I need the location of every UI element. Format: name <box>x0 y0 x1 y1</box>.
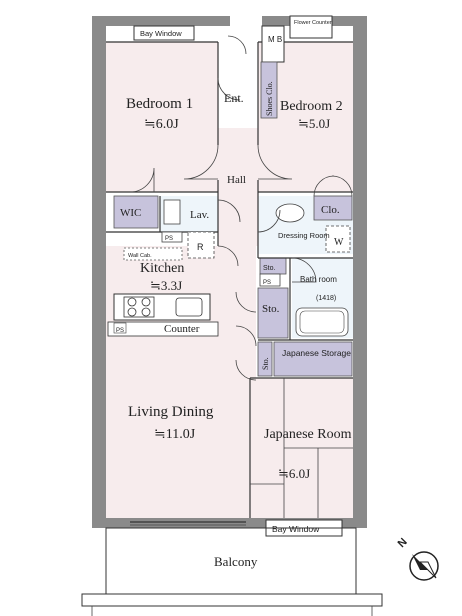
storage-label-2: Sto. <box>262 303 280 315</box>
closet-label: Clo. <box>321 204 340 216</box>
ps-label-1: PS <box>165 236 173 242</box>
bay-window-bottom-label: Bay Window <box>272 524 320 534</box>
bedroom-2-label: Bedroom 2 <box>280 99 343 114</box>
counter-label: Counter <box>164 323 200 335</box>
ps-label-2: PS <box>263 280 271 286</box>
shoes-closet-label: Shoes Clo. <box>265 81 274 116</box>
washer-label: W <box>334 237 344 248</box>
door-swings <box>129 35 353 381</box>
bedroom-1-size: ≒6.0J <box>144 117 179 132</box>
wall-cabinet-label: Wall Cab. <box>128 253 152 259</box>
mb-label: M B <box>268 35 282 44</box>
japanese-room-label: Japanese Room <box>264 427 352 442</box>
living-dining-size: ≒11.0J <box>154 427 196 442</box>
balcony-label: Balcony <box>214 554 258 569</box>
storage-label-1: Sto. <box>263 265 276 272</box>
compass-north-label: N <box>396 536 410 550</box>
flower-counter-label: Flower Counter <box>294 20 332 26</box>
dressing-room-label: Dressing Room <box>278 231 330 240</box>
compass: N <box>396 536 439 581</box>
bay-window-top-label: Bay Window <box>140 29 182 38</box>
lavatory-label: Lav. <box>190 209 209 221</box>
bedroom-1-label: Bedroom 1 <box>126 96 193 112</box>
living-dining-label: Living Dining <box>128 404 214 420</box>
ps-label-3: PS <box>116 328 124 334</box>
japanese-room-size: ≒6.0J <box>278 466 310 481</box>
kitchen-label: Kitchen <box>140 261 184 276</box>
bathroom-size: (1418) <box>316 295 336 302</box>
bathroom-label: Bath room <box>300 275 337 284</box>
bedroom-2-size: ≒5.0J <box>298 116 330 131</box>
entrance-label: Ent. <box>224 91 244 105</box>
refrigerator-label: R <box>197 242 204 252</box>
storage-label-3: Sto. <box>261 357 270 370</box>
hall-label: Hall <box>227 174 246 186</box>
balcony-outline <box>81 527 383 616</box>
japanese-storage-label: Japanese Storage <box>282 348 351 358</box>
kitchen-size: ≒3.3J <box>150 278 182 293</box>
wic-label: WIC <box>120 207 141 219</box>
